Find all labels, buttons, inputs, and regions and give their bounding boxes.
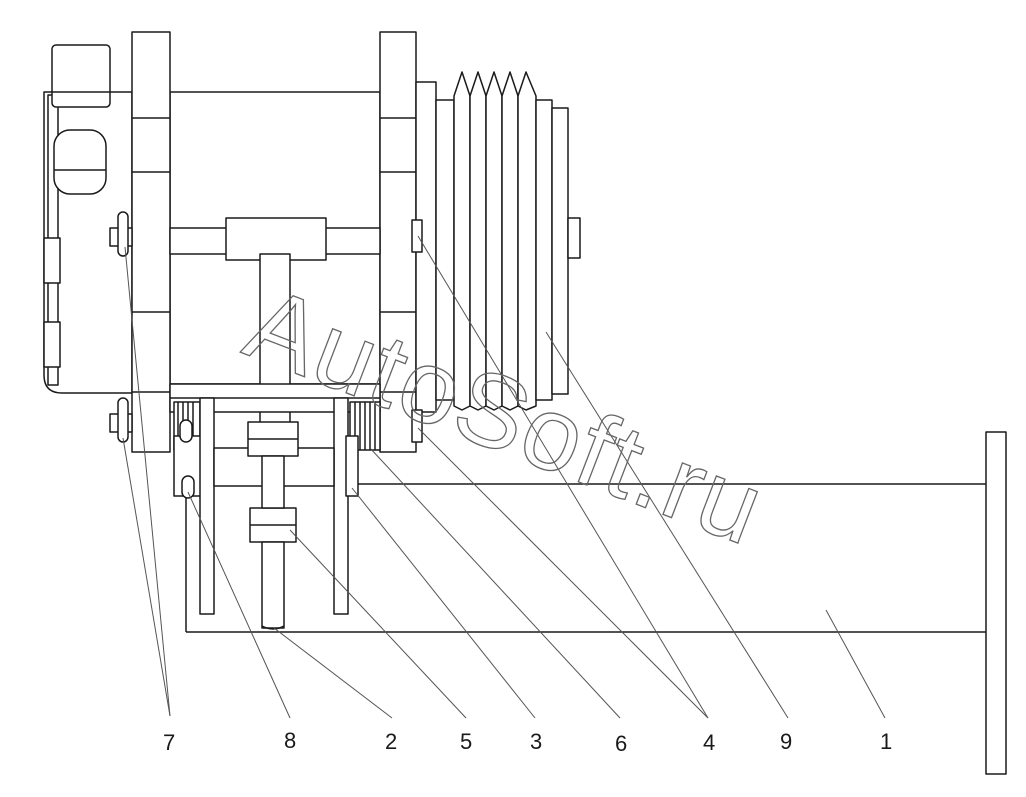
- left-flange: [131, 31, 171, 453]
- stand-frame: [185, 431, 1007, 775]
- callout-3: 3: [530, 729, 542, 754]
- callout-5: 5: [460, 729, 472, 754]
- lock-pins: [109, 211, 195, 499]
- callout-1: 1: [880, 729, 892, 754]
- callout-2: 2: [385, 729, 397, 754]
- leader-lines: [122, 235, 886, 719]
- upper-crossbar: [169, 217, 423, 261]
- pulley-assembly: [415, 71, 581, 413]
- right-flange: [379, 31, 417, 453]
- callout-labels: 7 8 2 5 3 6 4 9 1: [163, 728, 892, 756]
- puller-screw: [247, 421, 299, 630]
- callout-6: 6: [615, 731, 627, 756]
- callout-9: 9: [780, 729, 792, 754]
- callout-7: 7: [163, 730, 175, 755]
- housing-caps: [51, 44, 111, 195]
- callout-4: 4: [703, 730, 715, 755]
- callout-8: 8: [284, 728, 296, 753]
